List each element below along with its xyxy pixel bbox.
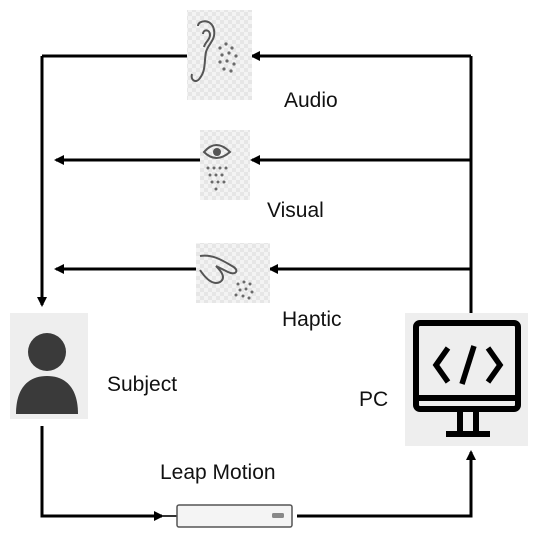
subject-to-leap-arrow (40, 426, 164, 521)
leap-motion-device-icon (162, 504, 293, 528)
user-icon (10, 313, 88, 419)
pc-label: PC (359, 388, 389, 411)
monitor-code-icon (405, 313, 528, 446)
hand-icon (196, 243, 270, 303)
leap-to-pc-arrow (297, 450, 476, 518)
haptic-label: Haptic (282, 308, 342, 331)
ear-icon (187, 10, 252, 100)
leap-motion-label: Leap Motion (160, 461, 276, 484)
visual-label: Visual (267, 199, 324, 222)
subject-label: Subject (107, 373, 178, 396)
eye-icon (200, 130, 250, 200)
connectors (37, 51, 476, 521)
audio-label: Audio (284, 89, 338, 112)
